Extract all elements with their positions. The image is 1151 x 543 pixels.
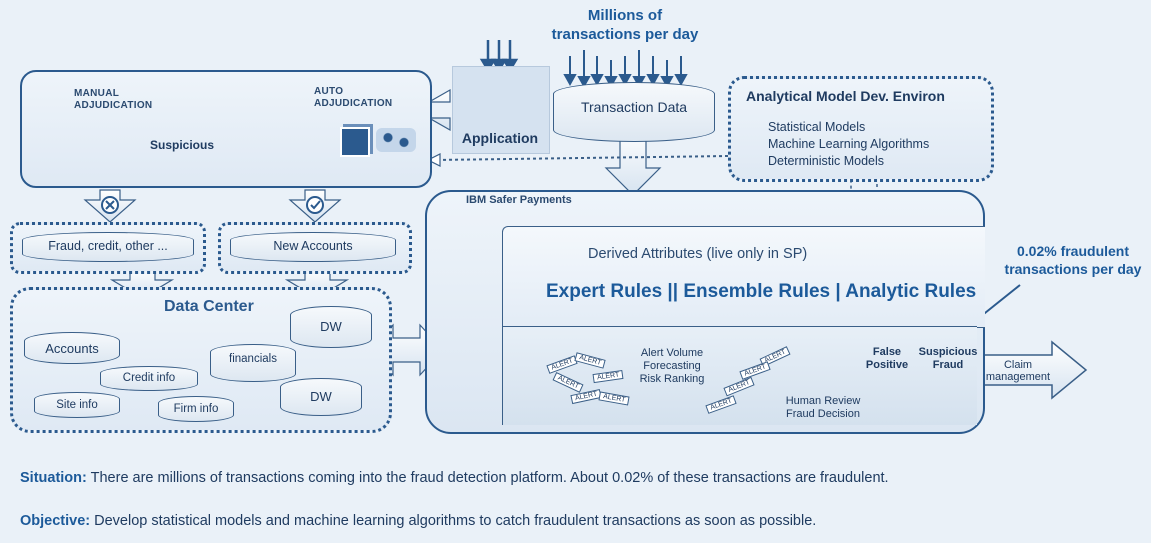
review-area xyxy=(502,326,977,425)
millions-label-line1: Millions of xyxy=(587,7,663,24)
suspicious-label: Suspicious xyxy=(150,138,215,152)
alert-tag: ALERT xyxy=(705,395,738,414)
network-icon xyxy=(376,128,416,152)
derived-attributes-label: Derived Attributes (live only in SP) xyxy=(588,246,808,262)
store-dw-2: DW xyxy=(280,378,362,416)
analytical-model-panel xyxy=(728,76,994,182)
suspicious-fraud-line2: Fraud xyxy=(932,359,964,371)
store-dw-1: DW xyxy=(290,306,372,348)
suspicious-fraud-line1: Suspicious xyxy=(918,346,978,358)
manual-adjudication-label: MANUAL ADJUDICATION xyxy=(74,88,152,112)
safer-payments-title: IBM Safer Payments xyxy=(466,194,572,206)
analytical-item-deterministic: Deterministic Models xyxy=(768,154,885,168)
documents-stack-icon xyxy=(340,127,370,157)
fraud-queue-cylinder: Fraud, credit, other ... xyxy=(22,232,194,262)
store-credit-info: Credit info xyxy=(100,366,198,391)
analytical-item-list: Statistical Models Machine Learning Algo… xyxy=(768,119,929,170)
store-accounts: Accounts xyxy=(24,332,120,364)
auto-label-line2: ADJUDICATION xyxy=(314,98,393,109)
transaction-data-cylinder: Transaction Data xyxy=(553,82,715,142)
alert-tag: ALERT xyxy=(546,355,579,374)
false-positive-line1: False xyxy=(872,346,902,358)
review-label: Human Review Fraud Decision xyxy=(778,395,868,421)
application-input-arrows xyxy=(479,40,519,73)
fraud-rate-line1: 0.02% fraudulent xyxy=(1016,243,1130,259)
auto-label-line1: AUTO xyxy=(314,86,344,97)
transaction-input-arrows xyxy=(563,50,688,89)
claim-line2: management xyxy=(985,371,1051,383)
application-card xyxy=(452,66,550,154)
millions-label-line2: transactions per day xyxy=(551,26,699,43)
new-accounts-label: New Accounts xyxy=(273,239,353,253)
store-site-info-label: Site info xyxy=(56,399,98,411)
store-credit-info-label: Credit info xyxy=(122,372,176,384)
millions-label: Millions of transactions per day xyxy=(540,6,710,44)
store-site-info: Site info xyxy=(34,392,120,418)
reject-icon xyxy=(101,196,119,214)
situation-label: Situation: xyxy=(20,470,87,486)
alert-tag: ALERT xyxy=(552,371,584,394)
application-label: Application xyxy=(461,130,539,146)
objective-text: Develop statistical models and machine l… xyxy=(90,513,817,529)
situation-text: There are millions of transactions comin… xyxy=(86,470,889,486)
forecast-label: Alert Volume Forecasting Risk Ranking xyxy=(612,347,732,386)
auto-adjudication-label: AUTO ADJUDICATION xyxy=(314,86,392,110)
fraud-rate-line2: transactions per day xyxy=(1004,261,1142,277)
forecast-line2: Risk Ranking xyxy=(639,373,705,385)
forecast-line1: Alert Volume Forecasting xyxy=(640,347,704,372)
fraud-queue-label: Fraud, credit, other ... xyxy=(48,239,168,253)
analytical-item-ml: Machine Learning Algorithms xyxy=(768,137,930,151)
rules-label: Expert Rules || Ensemble Rules | Analyti… xyxy=(546,281,977,302)
false-positive-label: False Positive xyxy=(858,346,916,372)
analytical-item-statistical: Statistical Models xyxy=(768,120,866,134)
store-dw-1-label: DW xyxy=(320,319,342,334)
alert-tag: ALERT xyxy=(739,361,772,380)
store-dw-2-label: DW xyxy=(310,389,332,404)
store-firm-info-label: Firm info xyxy=(173,403,219,415)
review-line1: Human Review xyxy=(785,395,861,407)
false-positive-line2: Positive xyxy=(865,359,909,371)
manual-label-line2: ADJUDICATION xyxy=(74,100,153,111)
store-firm-info: Firm info xyxy=(158,396,234,422)
suspicious-fraud-label: Suspicious Fraud xyxy=(914,346,982,372)
objective-paragraph: Objective: Develop statistical models an… xyxy=(20,513,816,529)
fraud-rate-label: 0.02% fraudulent transactions per day xyxy=(995,242,1151,278)
manual-label-line1: MANUAL xyxy=(74,88,120,99)
alert-tag: ALERT xyxy=(574,352,607,369)
objective-label: Objective: xyxy=(20,513,91,529)
store-accounts-label: Accounts xyxy=(45,341,99,356)
store-financials-label: financials xyxy=(229,353,277,365)
store-financials: financials xyxy=(210,344,296,382)
new-accounts-cylinder: New Accounts xyxy=(230,232,396,262)
analytical-to-adjudication-dotted xyxy=(434,155,729,161)
review-line2: Fraud Decision xyxy=(786,408,860,420)
approve-icon xyxy=(306,196,324,214)
situation-paragraph: Situation: There are millions of transac… xyxy=(20,470,889,486)
transaction-data-label: Transaction Data xyxy=(580,99,688,115)
claim-line1: Claim xyxy=(1003,359,1033,371)
alert-tag: ALERT xyxy=(570,388,603,405)
data-center-title: Data Center xyxy=(164,298,254,315)
claim-management-label: Claim management xyxy=(982,359,1054,383)
rules-panel xyxy=(502,226,985,328)
analytical-title: Analytical Model Dev. Environ xyxy=(746,88,945,104)
claim-management-arrow xyxy=(977,340,1088,400)
